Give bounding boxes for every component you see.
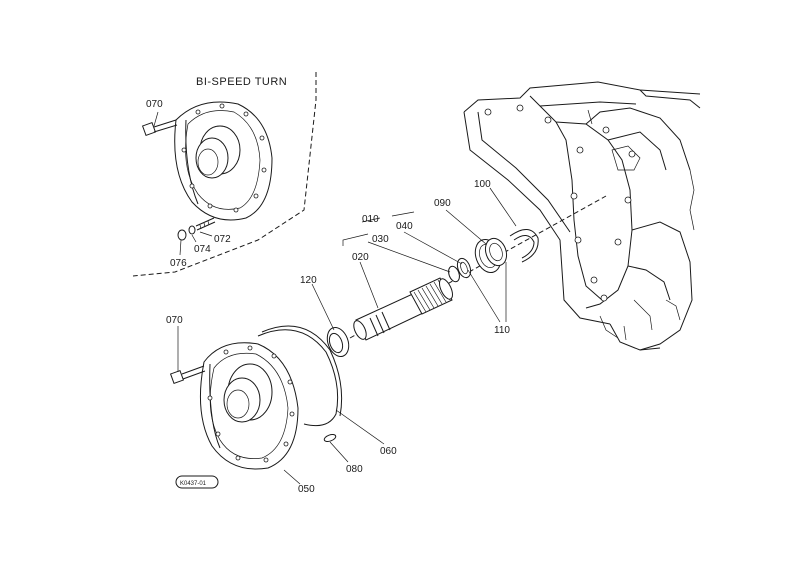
diagram-code: K0437-01 — [180, 481, 207, 487]
inset-stud-set — [177, 217, 216, 256]
label-070-main: 070 — [166, 315, 183, 326]
cover-050 — [199, 342, 299, 470]
label-010: 010 — [362, 214, 379, 225]
bearing-090 — [474, 237, 508, 273]
main-bolt-070 — [169, 365, 206, 385]
label-120: 120 — [300, 275, 317, 286]
label-020: 020 — [352, 252, 369, 263]
label-076: 076 — [170, 258, 187, 269]
inset-bi-speed-turn: BI-SPEED TURN 070 — [132, 72, 317, 277]
gasket-060 — [257, 325, 343, 427]
label-110: 110 — [494, 325, 510, 336]
part-labels: 010 020 030 040 090 100 120 110 070 060 … — [166, 179, 510, 495]
transmission-housing — [463, 81, 701, 351]
collar-030 — [448, 265, 460, 283]
inset-border — [132, 72, 317, 277]
label-030: 030 — [372, 234, 389, 245]
pin-080 — [323, 434, 337, 442]
inset-title: BI-SPEED TURN — [196, 76, 287, 88]
label-060: 060 — [380, 446, 397, 457]
snap-ring-100 — [509, 229, 539, 263]
inset-cover-flange — [174, 101, 273, 221]
label-090: 090 — [434, 198, 451, 209]
label-074: 074 — [194, 244, 211, 255]
label-040: 040 — [396, 221, 413, 232]
leader-lines — [177, 187, 517, 485]
label-072: 072 — [214, 234, 231, 245]
diagram-code-stamp: K0437-01 — [175, 475, 219, 489]
seal-120 — [326, 326, 350, 358]
inset-bolt-070 — [141, 111, 178, 137]
label-080: 080 — [346, 464, 363, 475]
shaft-020 — [353, 277, 453, 341]
label-050: 050 — [298, 484, 315, 495]
label-100: 100 — [474, 179, 491, 190]
label-070-inset: 070 — [146, 99, 163, 110]
